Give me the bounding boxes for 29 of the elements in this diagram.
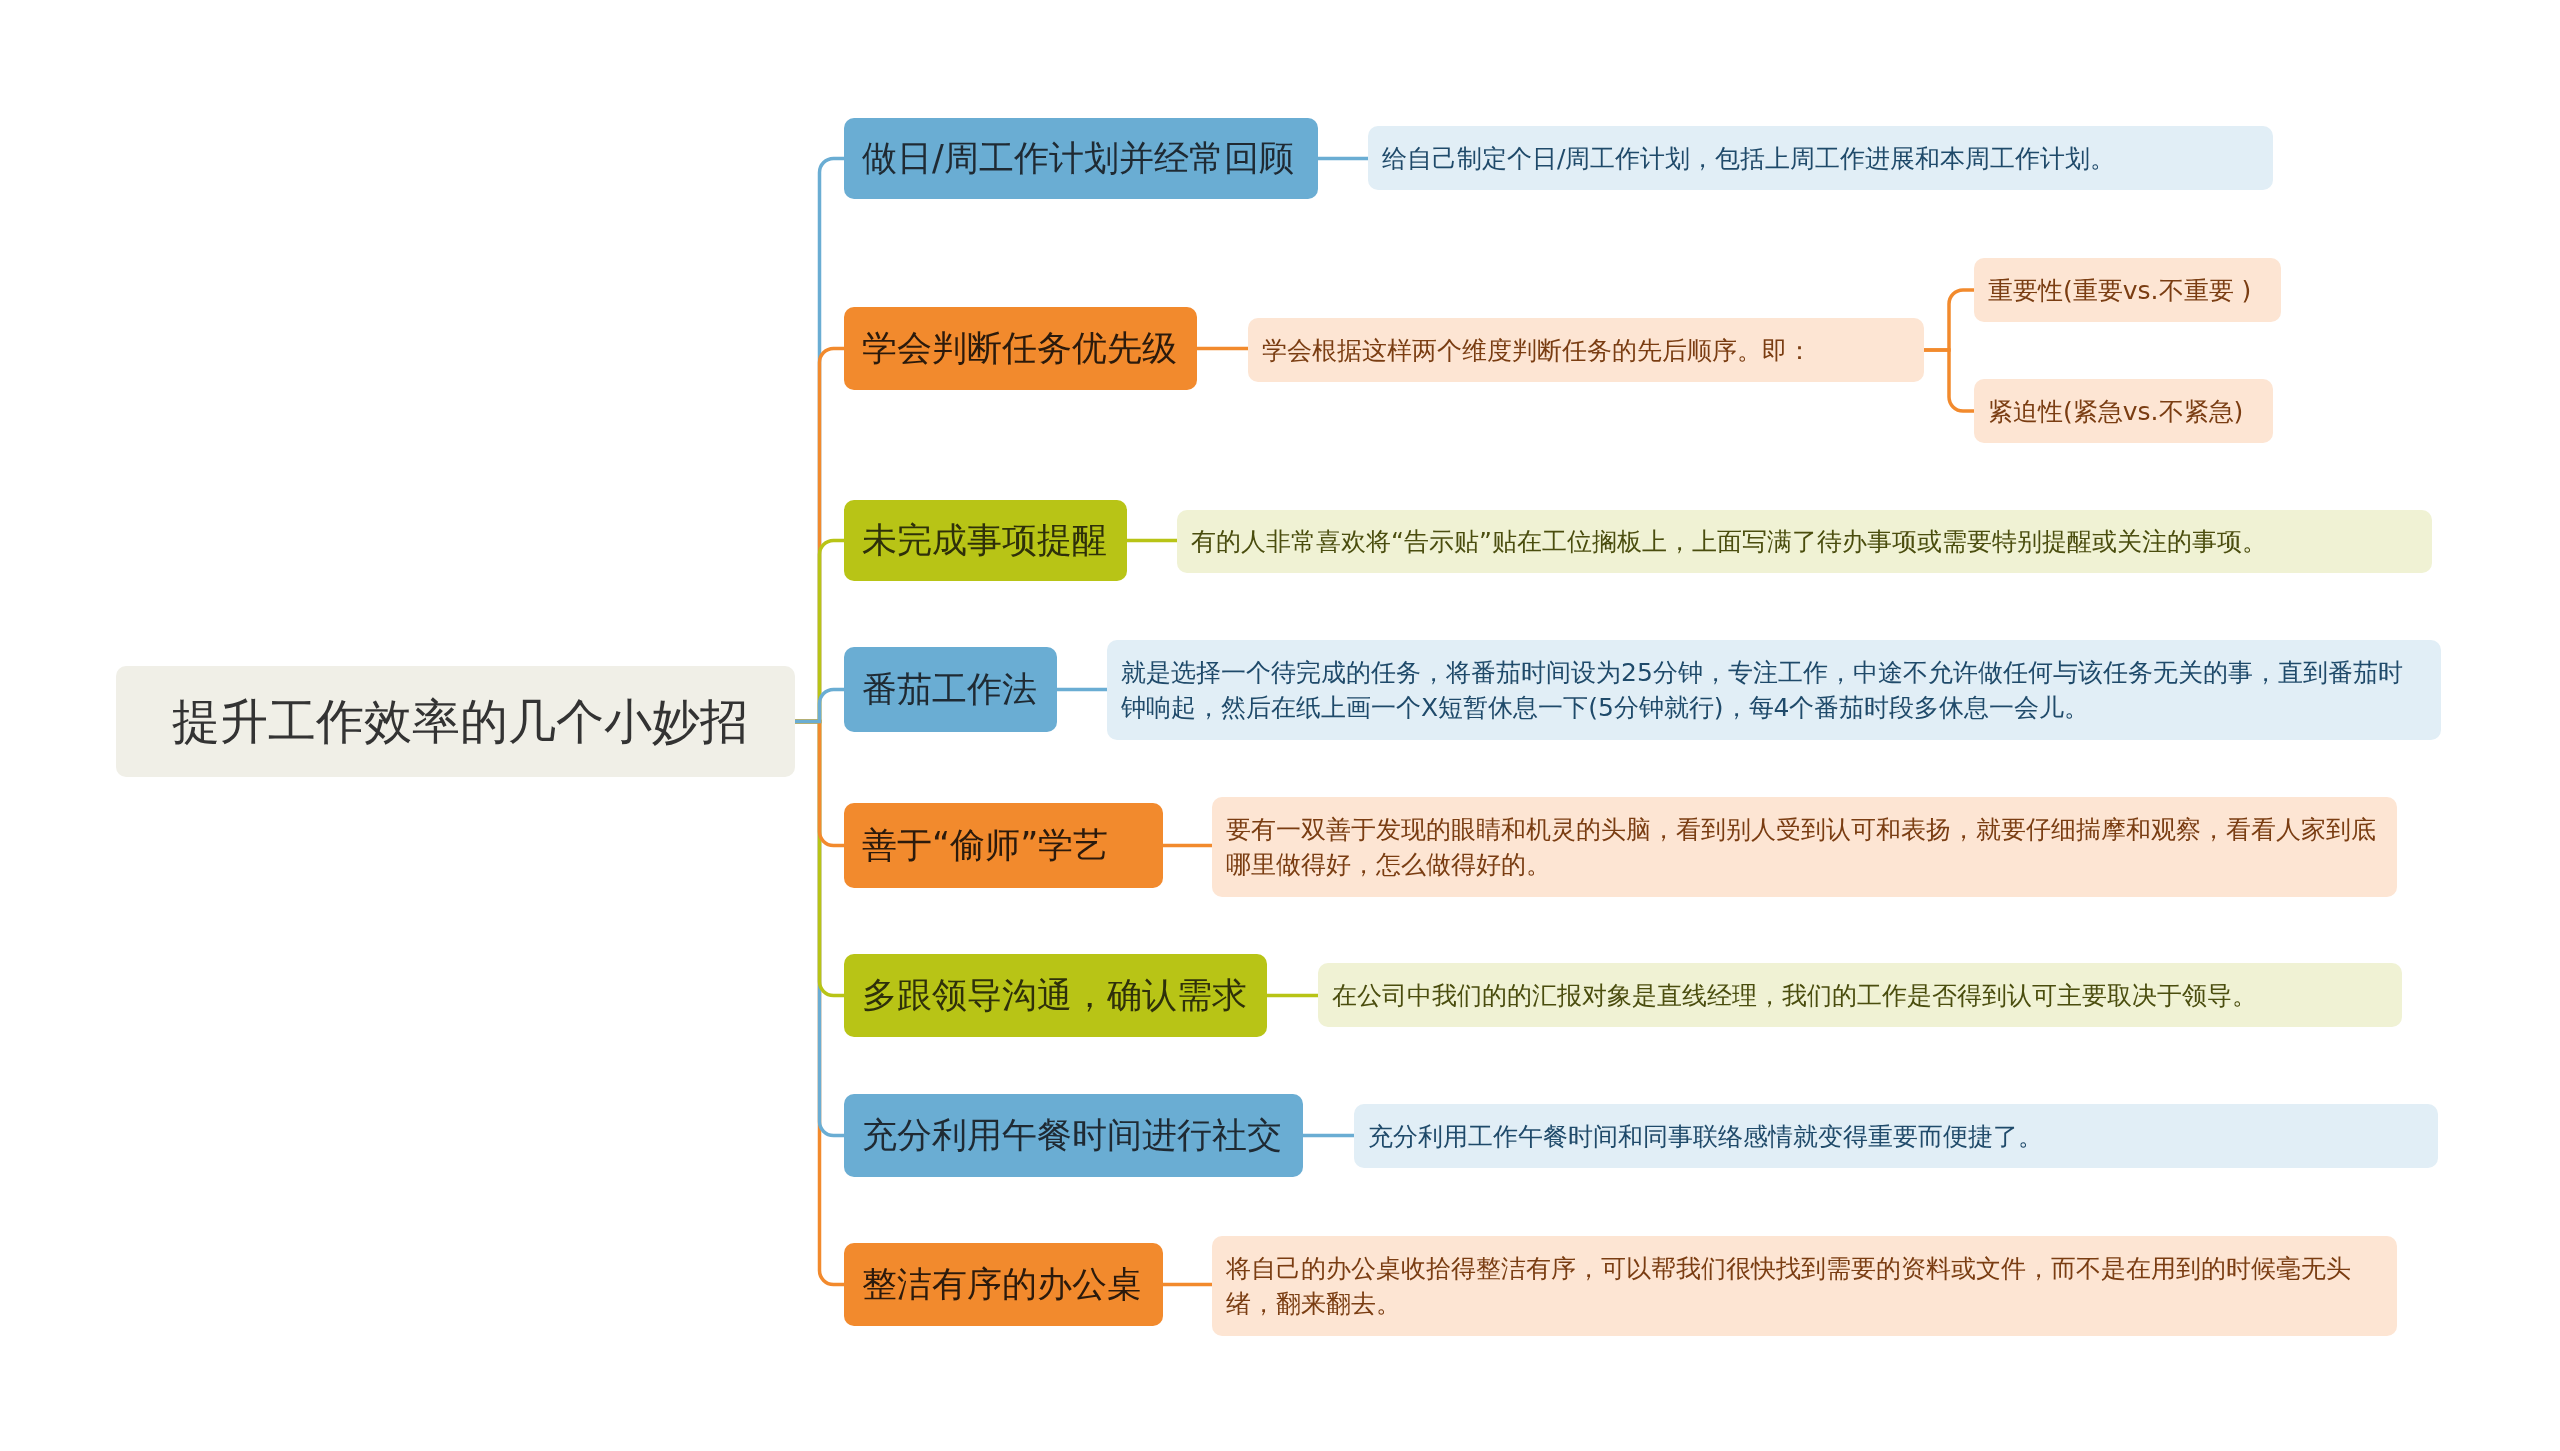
note-box: 重要性(重要vs.不重要 ) (1974, 258, 2281, 322)
note-box: 就是选择一个待完成的任务，将番茄时间设为25分钟，专注工作，中途不允许做任何与该任务无关的事，直到番茄时钟响起，然后在纸上画一个X短暂休息一下(5分钟就行)，每4个番茄时段多休息一会儿。 (1107, 640, 2441, 740)
note-box: 在公司中我们的的汇报对象是直线经理，我们的工作是否得到认可主要取决于领导。 (1318, 963, 2402, 1027)
connector-line (1924, 288, 1974, 352)
connector-line (795, 687, 844, 724)
note-box: 将自己的办公桌收拾得整洁有序，可以帮我们很快找到需要的资料或文件，而不是在用到的时候毫无头绪，翻来翻去。 (1212, 1236, 2397, 1336)
note-box: 充分利用工作午餐时间和同事联络感情就变得重要而便捷了。 (1354, 1104, 2438, 1168)
topic-box: 做日/周工作计划并经常回顾 (844, 118, 1318, 199)
topic-box: 充分利用午餐时间进行社交 (844, 1094, 1303, 1177)
connector-line (1127, 538, 1177, 543)
connector-line (1163, 1282, 1212, 1287)
connector-line (1057, 687, 1107, 692)
note-box: 紧迫性(紧急vs.不紧急) (1974, 379, 2273, 443)
topic-box: 番茄工作法 (844, 647, 1057, 732)
connector-line (1318, 156, 1368, 161)
topic-box: 善于“偷师”学艺 (844, 803, 1163, 888)
topic-box: 整洁有序的办公桌 (844, 1243, 1163, 1326)
connector-line (1303, 1133, 1354, 1138)
central-topic-box: 提升工作效率的几个小妙招 (116, 666, 795, 777)
topic-box: 未完成事项提醒 (844, 500, 1127, 581)
note-box: 有的人非常喜欢将“告示贴”贴在工位搁板上，上面写满了待办事项或需要特别提醒或关注的事项。 (1177, 510, 2432, 573)
connector-line (1163, 843, 1212, 848)
topic-box: 学会判断任务优先级 (844, 307, 1197, 390)
note-box: 要有一双善于发现的眼睛和机灵的头脑，看到别人受到认可和表扬，就要仔细揣摩和观察，看看人家到底哪里做得好，怎么做得好的。 (1212, 797, 2397, 897)
connector-line (1267, 993, 1318, 998)
topic-box: 多跟领导沟通，确认需求 (844, 954, 1267, 1037)
note-box: 学会根据这样两个维度判断任务的先后顺序。即： (1248, 318, 1924, 382)
connector-line (1197, 346, 1248, 351)
note-box: 给自己制定个日/周工作计划，包括上周工作进展和本周工作计划。 (1368, 126, 2273, 190)
